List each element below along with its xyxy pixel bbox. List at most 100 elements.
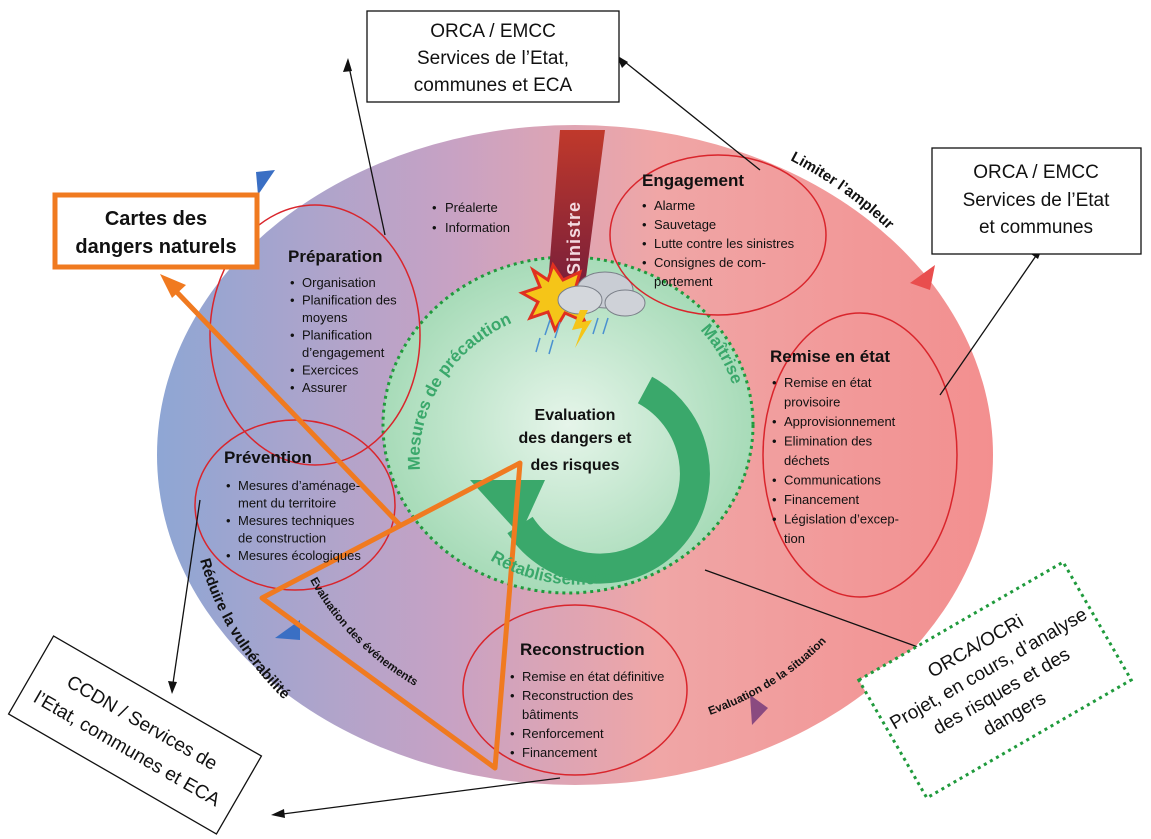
section-item-engagement: Sauvetage (654, 217, 716, 232)
section-title-preparation: Préparation (288, 247, 382, 266)
box-top-line1: ORCA / EMCC (430, 21, 556, 42)
section-item-remise: Elimination des (784, 434, 873, 449)
prealerte-item: Information (445, 220, 510, 235)
box-left-orange-line2: dangers naturels (75, 236, 236, 258)
center-arrow-head (470, 480, 545, 535)
section-title-reconstruction: Reconstruction (520, 640, 645, 659)
section-item-prevention: ment du territoire (238, 496, 336, 511)
box-right-line3: et communes (979, 217, 1093, 238)
section-reconstruction: Reconstruction • Remise en état définitive… (510, 640, 664, 760)
section-item-reconstruction: Remise en état définitive (522, 669, 664, 684)
arrow-marker-red-right (910, 265, 935, 290)
bullet-dot: • (772, 473, 777, 488)
connector-prevention-to-bottomleft (171, 499, 201, 691)
section-item-remise: Législation d’excep- (784, 512, 899, 527)
section-item-prevention: Mesures techniques (238, 513, 355, 528)
bullet-dot: • (226, 478, 231, 493)
section-item-remise: Communications (784, 473, 881, 488)
section-item-reconstruction: Financement (522, 745, 598, 760)
section-item-engagement: Consignes de com- (654, 255, 766, 270)
bullet-dot: • (772, 512, 777, 527)
bullet-dot: • (642, 198, 647, 213)
svg-text:•: • (432, 200, 437, 215)
section-item-remise: Approvisionnement (784, 414, 896, 429)
section-title-engagement: Engagement (642, 171, 744, 190)
bullet-dot: • (226, 548, 231, 563)
section-prevention: Prévention • Mesures d’aménage-ment du ter… (224, 448, 361, 563)
section-title-remise: Remise en état (770, 347, 890, 366)
center-line1: Evaluation (535, 407, 616, 424)
section-item-prevention: Mesures d’aménage- (238, 478, 360, 493)
connector-engagement-to-top (619, 57, 761, 171)
section-item-preparation: moyens (302, 310, 348, 325)
section-title-prevention: Prévention (224, 448, 312, 467)
section-item-preparation: Planification (302, 328, 372, 343)
bullet-dot: • (226, 513, 231, 528)
bullet-dot: • (642, 255, 647, 270)
bullet-dot: • (290, 275, 295, 290)
connector-center-to-bottomright (704, 569, 941, 656)
prealerte-item: Préalerte (445, 200, 498, 215)
box-left-orange (52, 192, 260, 270)
box-top-line2: Services de l’Etat, (417, 48, 569, 69)
bullet-dot: • (642, 217, 647, 232)
arrow-marker-purple-bottom (750, 695, 768, 725)
reconstruction-ellipse (462, 604, 688, 776)
connector-preparation-to-top (347, 61, 386, 236)
arrow-marker-blue-top (256, 170, 275, 195)
sinistre-band (548, 130, 605, 285)
section-item-preparation: Organisation (302, 275, 376, 290)
section-item-remise: Financement (784, 492, 860, 507)
bullet-dot: • (772, 414, 777, 429)
bullet-dot: • (290, 380, 295, 395)
section-item-reconstruction: Renforcement (522, 726, 604, 741)
bullet-dot: • (772, 492, 777, 507)
section-item-remise: provisoire (784, 395, 840, 410)
section-item-preparation: Exercices (302, 363, 359, 378)
preparation-ellipse (209, 204, 421, 466)
bullet-dot: • (772, 434, 777, 449)
prevention-ellipse (194, 419, 396, 591)
section-item-preparation: d’engagement (302, 345, 385, 360)
bullet-dot: • (510, 688, 515, 703)
orange-triangle (259, 460, 523, 771)
engagement-ellipse (609, 154, 827, 316)
storm-cloud-icon (535, 271, 646, 355)
bullet-dot: • (510, 726, 515, 741)
box-right (931, 147, 1142, 255)
section-item-reconstruction: bâtiments (522, 707, 579, 722)
center-circle (381, 255, 755, 595)
section-item-engagement: portement (654, 274, 713, 289)
bullet-dot: • (290, 363, 295, 378)
box-top-line3: communes et ECA (414, 75, 573, 96)
bullet-dot: • (290, 328, 295, 343)
bullet-dot: • (510, 745, 515, 760)
section-remise-en-etat: Remise en état • Remise en état provisoire •… (770, 347, 899, 546)
section-item-prevention: de construction (238, 531, 326, 546)
section-preparation: Préparation • Organisation • Planification d… (288, 247, 397, 395)
box-right-line1: ORCA / EMCC (973, 162, 1099, 183)
svg-text:•: • (432, 220, 437, 235)
section-item-reconstruction: Reconstruction des (522, 688, 634, 703)
section-engagement: Engagement • Alarme • Sauvetage • Lutte contre… (642, 171, 795, 289)
section-item-remise: Remise en état (784, 375, 872, 390)
section-item-engagement: Alarme (654, 198, 695, 213)
connector-reconstruction-to-bottomleft (274, 777, 561, 816)
center-line2: des dangers et (519, 430, 633, 447)
section-item-remise: déchets (784, 453, 830, 468)
bullet-dot: • (642, 236, 647, 251)
orange-arrow-line (168, 283, 402, 527)
section-item-engagement: Lutte contre les sinistres (654, 236, 795, 251)
sinistre-label: Sinistre (564, 201, 584, 275)
section-item-remise: tion (784, 531, 805, 546)
remise-ellipse (762, 312, 958, 598)
bullet-dot: • (290, 293, 295, 308)
bullet-dot: • (772, 375, 777, 390)
center-line3: des risques (531, 457, 620, 474)
section-item-preparation: Planification des (302, 293, 397, 308)
box-left-orange-line1: Cartes des (105, 208, 207, 230)
orange-arrow-head (160, 274, 186, 298)
bullet-dot: • (510, 669, 515, 684)
prealerte-list: • Préalerte • Information (432, 200, 510, 235)
